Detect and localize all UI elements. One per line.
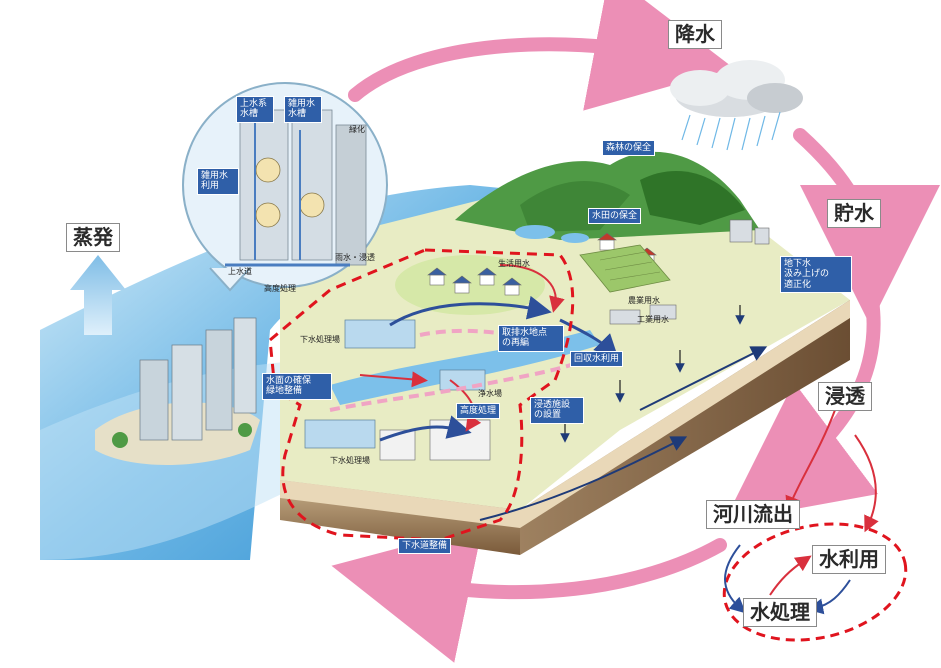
tag-infiltration-facility: 浸透施設 の設置 [530, 397, 584, 424]
cycle-arrow-right [793, 128, 940, 325]
label-upper-water: 上水道 [228, 267, 252, 276]
tag-forest: 森林の保全 [602, 140, 656, 157]
tag-upper-tank: 上水系 水槽 [236, 96, 274, 123]
village-area [395, 255, 545, 315]
tag-waterfront: 水面の確保 緑地整備 [262, 373, 332, 400]
factories [609, 219, 770, 325]
label-industrial-water: 工業用水 [637, 315, 669, 324]
label-sewage-plant-2: 下水処理場 [330, 456, 370, 465]
tag-recovery: 回収水利用 [570, 351, 624, 368]
building-inset [182, 82, 388, 292]
tag-misc-use: 雑用水 利用 [197, 168, 239, 195]
label-water-use: 水利用 [812, 545, 886, 574]
focus-region-outline [268, 248, 575, 542]
city-buildings [95, 317, 260, 465]
evaporation-arrow [70, 255, 126, 335]
tag-sewer: 下水道整備 [398, 538, 452, 555]
paddy-fields [579, 244, 671, 293]
label-precipitation: 降水 [668, 20, 722, 49]
focus-ellipse [722, 522, 908, 642]
label-domestic-water: 生活用水 [498, 259, 530, 268]
label-greening: 緑化 [349, 125, 365, 134]
label-rain: 雨水・浸透 [335, 253, 375, 262]
label-sewage-plant-1: 下水処理場 [300, 335, 340, 344]
label-purification-plant: 浄水場 [478, 389, 502, 398]
ponds [515, 225, 589, 243]
label-agricultural-water: 農業用水 [628, 296, 660, 305]
cycle-arrow-top [348, 0, 734, 111]
tag-groundwater: 地下水 汲み上げの 適正化 [780, 256, 852, 294]
tag-advanced-treatment: 高度処理 [456, 403, 501, 420]
tag-intake: 取排水地点 の再編 [498, 325, 564, 352]
cycle-arrow-bottom [331, 525, 727, 663]
label-infiltration: 浸透 [818, 382, 872, 411]
tag-paddy: 水田の保全 [588, 208, 642, 225]
tag-misc-tank: 雑用水 水槽 [284, 96, 322, 123]
treatment-plants [304, 319, 486, 449]
label-river-outflow: 河川流出 [706, 500, 800, 529]
label-evaporation: 蒸発 [66, 223, 120, 252]
label-advanced-inset: 高度処理 [264, 284, 296, 293]
label-water-treatment: 水処理 [743, 598, 817, 627]
rain-cloud [670, 60, 803, 151]
label-storage: 貯水 [827, 199, 881, 228]
